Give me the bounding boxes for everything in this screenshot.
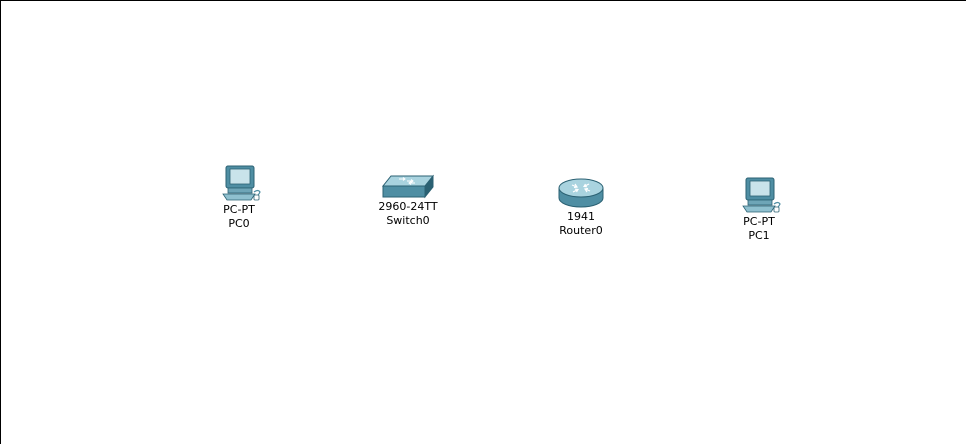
device-router0[interactable]: 1941 Router0 <box>546 177 616 238</box>
pc-icon <box>729 177 789 215</box>
switch-icon <box>361 174 455 200</box>
device-pc0[interactable]: PC-PT PC0 <box>209 165 269 231</box>
device-model-label: 2960-24TT <box>378 200 438 213</box>
device-name-label[interactable]: PC1 <box>748 229 770 242</box>
device-switch0[interactable]: 2960-24TT Switch0 <box>361 174 455 228</box>
device-name-label[interactable]: PC0 <box>228 217 250 230</box>
device-name-label[interactable]: Router0 <box>559 224 603 237</box>
device-name-label[interactable]: Switch0 <box>386 214 430 227</box>
device-model-label: 1941 <box>567 210 595 223</box>
device-model-label: PC-PT <box>743 215 775 228</box>
device-pc1[interactable]: PC-PT PC1 <box>729 177 789 243</box>
device-model-label: PC-PT <box>223 203 255 216</box>
router-icon <box>546 177 616 210</box>
pc-icon <box>209 165 269 203</box>
